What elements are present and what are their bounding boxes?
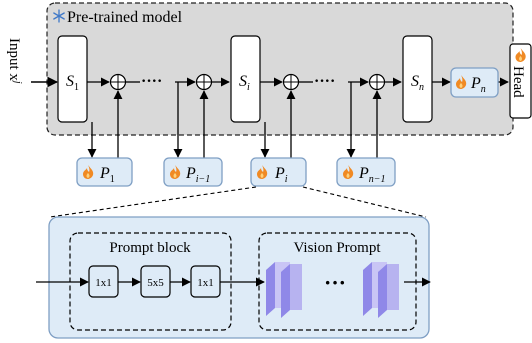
prompt-box-i-1: Pi−1 [163, 157, 223, 187]
prompt-block-title: Prompt block [109, 240, 191, 256]
stage-label-1: S1 [66, 73, 79, 93]
stage-block-1 [57, 35, 88, 123]
prompt-label-i: Pi [274, 165, 288, 185]
prompt-box-i: Pi [250, 157, 307, 187]
prompt-label-i-1: Pi−1 [185, 165, 210, 185]
ellipsis-2: ···· [314, 73, 335, 90]
prompt-tensor-group-2 [363, 262, 399, 318]
stage-block-i [230, 35, 261, 123]
adder-4 [368, 73, 386, 91]
stage-label-i: Si [239, 73, 250, 93]
vision-prompt-ellipsis: ··· [324, 270, 346, 295]
prompt-label-1: P1 [99, 165, 115, 185]
prompt-tensor-group-1 [266, 262, 302, 318]
adder-2 [195, 73, 213, 91]
prompt-label-n: Pn [470, 75, 486, 95]
prompt-box-1: P1 [76, 157, 133, 187]
prompt-box-n-1: Pn−1 [336, 157, 396, 187]
prompt-label-n-1: Pn−1 [358, 165, 386, 185]
input-label: Input xj [6, 38, 24, 84]
stage-label-n: Sn [411, 73, 424, 93]
stage-block-n [402, 35, 433, 123]
head-label: Head [510, 66, 526, 98]
prompt-box-n: Pn [450, 67, 499, 98]
adder-1 [109, 73, 127, 91]
conv-label-1: 1x1 [95, 277, 112, 289]
ellipsis-1: ···· [141, 73, 162, 90]
zoom-line-left [49, 186, 257, 218]
vision-prompt-title: Vision Prompt [293, 240, 381, 256]
zoom-line-right [302, 186, 427, 218]
adder-3 [282, 73, 300, 91]
conv-label-3: 1x1 [197, 277, 214, 289]
conv-label-2: 5x5 [147, 277, 164, 289]
head-box [509, 43, 532, 119]
snowflake-icon [53, 9, 65, 23]
pretrained-model-title: Pre-trained model [67, 9, 183, 26]
